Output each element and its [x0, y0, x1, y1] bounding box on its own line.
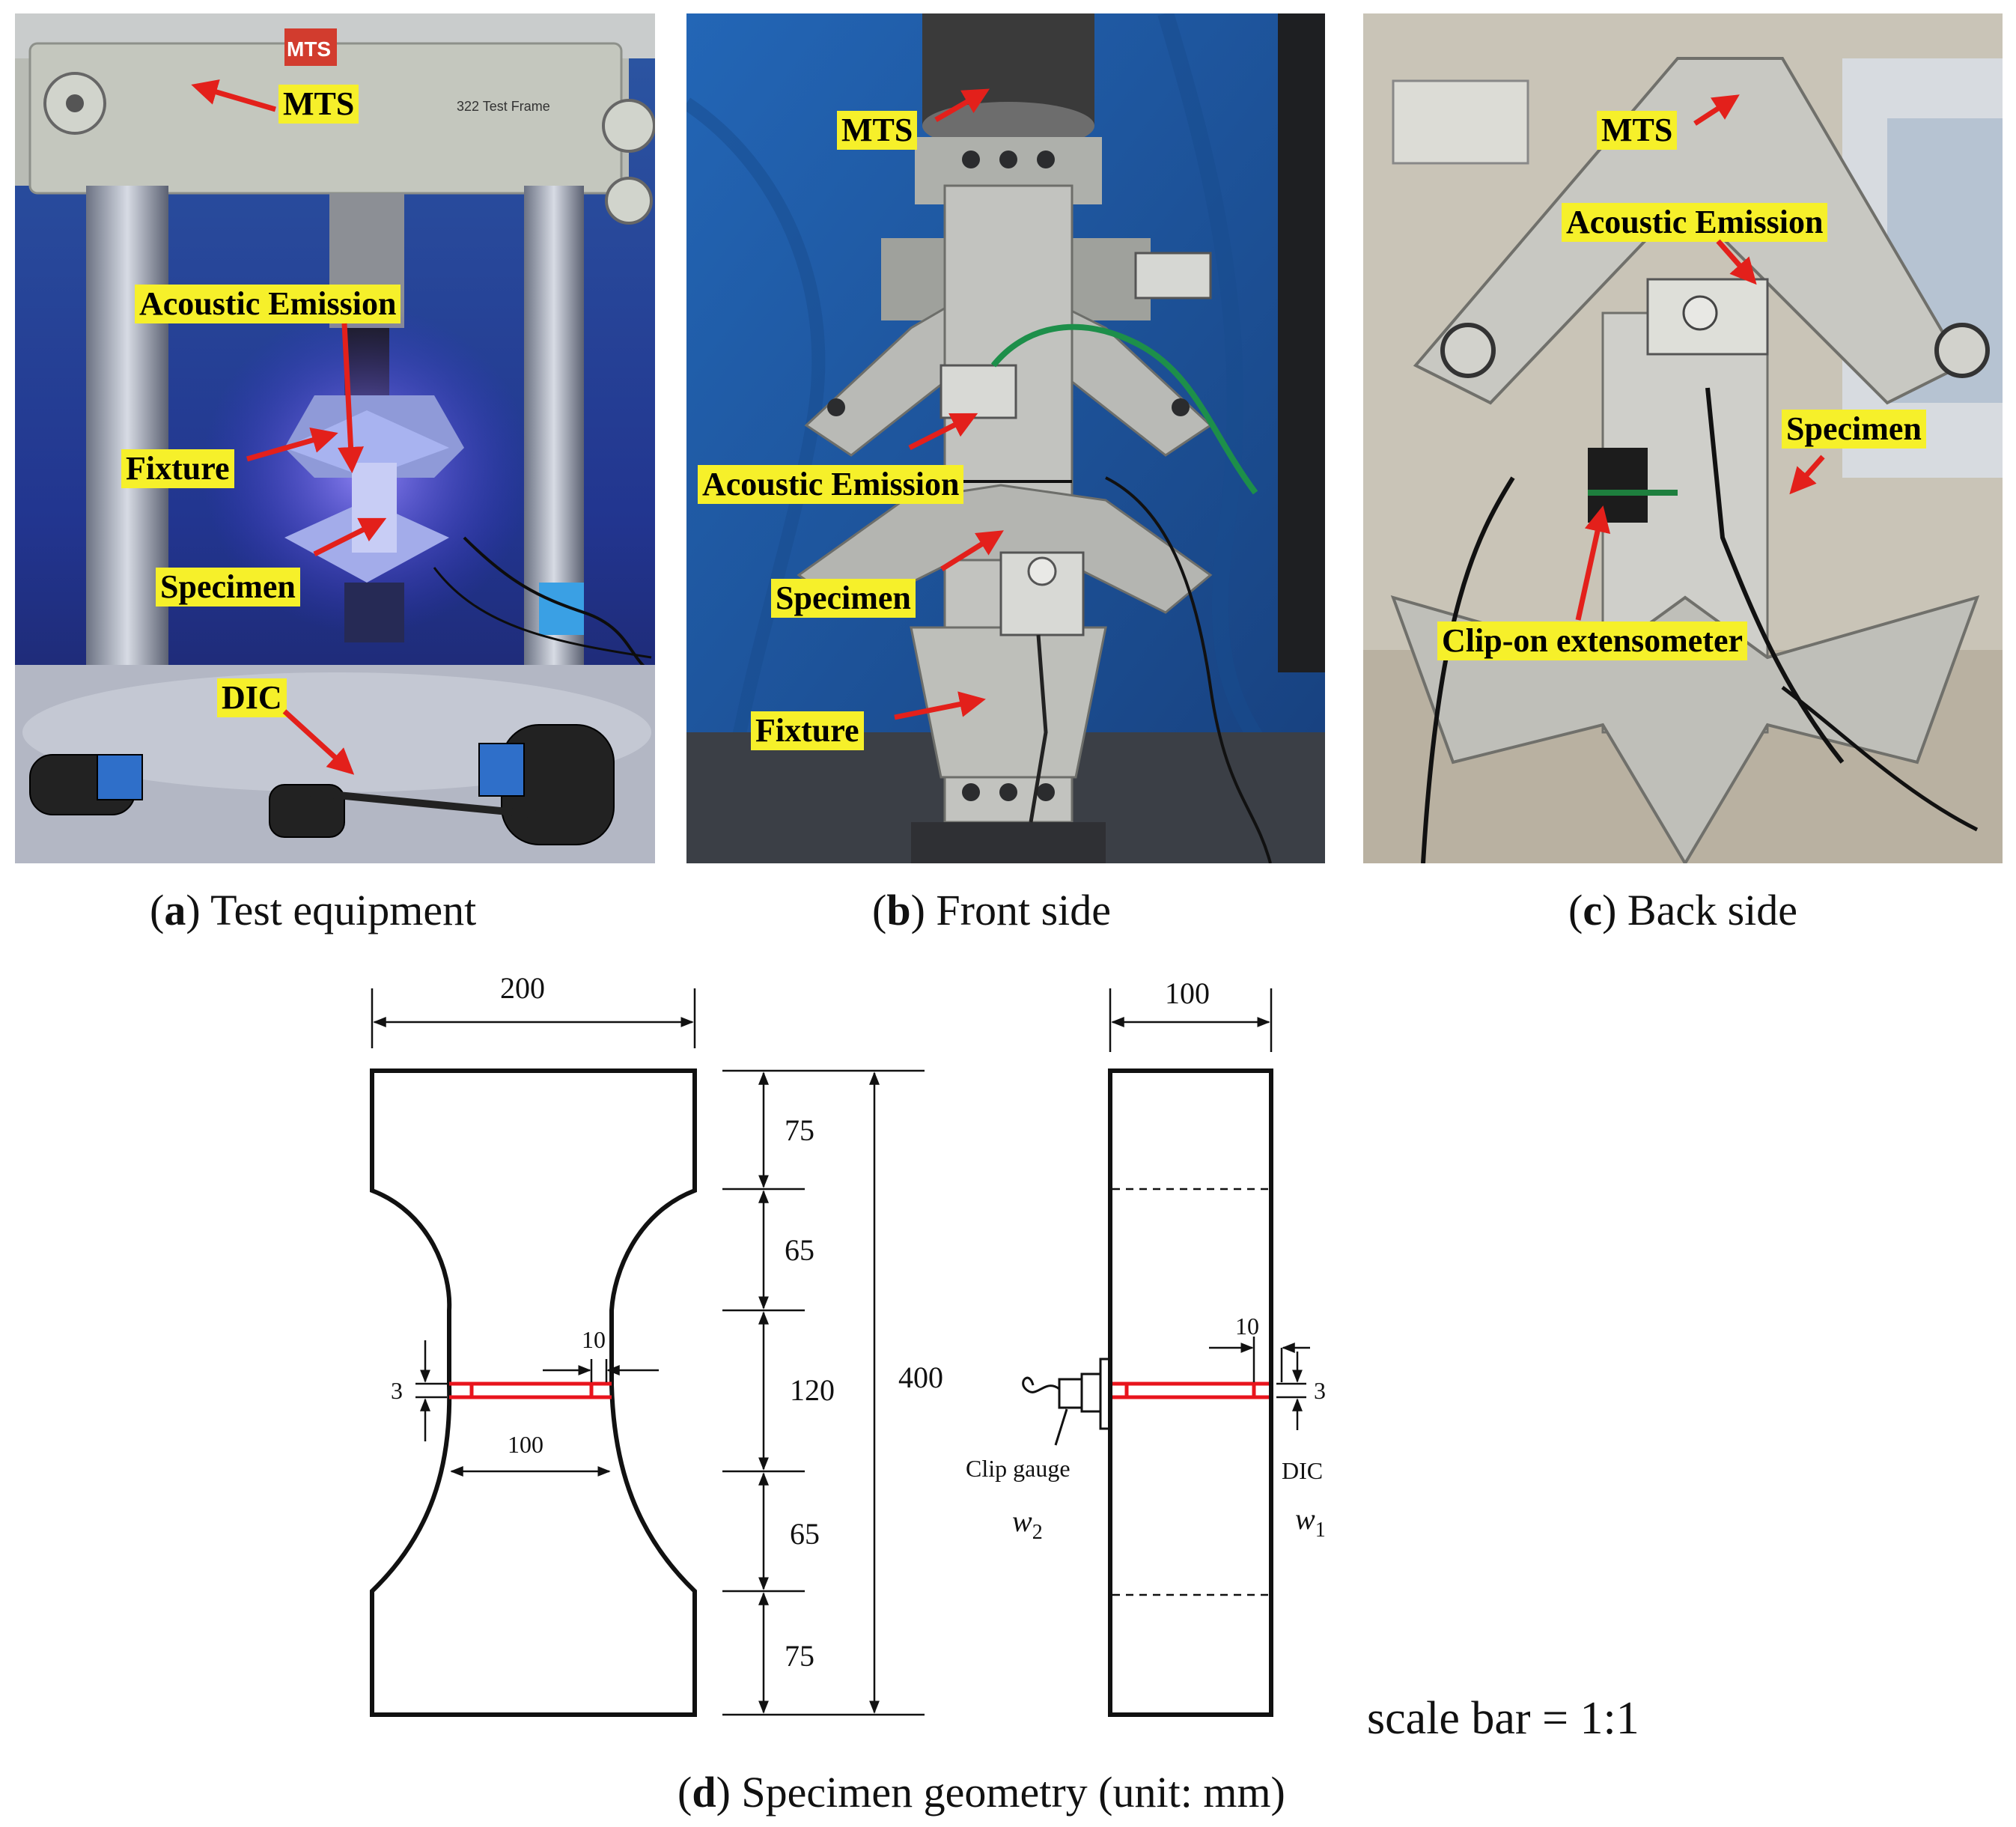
front-side-image [686, 13, 1325, 863]
arrow-mts-c [1693, 94, 1740, 126]
callout-specimen-a: Specimen [156, 568, 300, 607]
arrow-acoustic-emission-a [338, 323, 365, 473]
caption-c-text: Back side [1627, 886, 1798, 934]
dim-front-width-label: 200 [500, 971, 545, 1005]
callout-acoustic-emission-a: Acoustic Emission [135, 285, 401, 323]
dim-segment-5-label: 75 [785, 1639, 814, 1673]
caption-a-text: Test equipment [210, 886, 477, 934]
dim-side-width [1109, 988, 1273, 1052]
clip-gauge-label: Clip gauge [966, 1455, 1071, 1482]
arrow-specimen-b [940, 530, 1004, 571]
dim-front-notch-height [415, 1340, 447, 1441]
callout-mts-c: MTS [1597, 111, 1678, 150]
caption-c: (c) Back side [1568, 886, 1798, 934]
scale-bar-label: scale bar = 1:1 [1367, 1693, 1639, 1744]
photo-front-side [686, 13, 1325, 863]
front-notch [449, 1381, 612, 1399]
dim-segment-3-label: 120 [790, 1373, 835, 1407]
arrow-clip-on-extensometer-c [1575, 505, 1611, 621]
caption-b-letter: b [886, 886, 911, 934]
w2-sub: 2 [1032, 1521, 1043, 1544]
w2-label: w2 [1012, 1504, 1043, 1544]
back-side-image [1363, 13, 2003, 863]
dim-front-notch-spacing-label: 10 [582, 1326, 606, 1353]
arrow-mts-a [191, 79, 276, 112]
callout-acoustic-emission-c: Acoustic Emission [1562, 203, 1828, 242]
w1-base: w [1295, 1502, 1315, 1536]
arrow-specimen-a [313, 517, 387, 557]
caption-b-text: Front side [936, 886, 1112, 934]
arrow-mts-b [934, 88, 990, 123]
callout-mts-b: MTS [837, 111, 918, 150]
svg-text:322 Test Frame: 322 Test Frame [457, 99, 550, 114]
dim-side-notch-spacing-label: 10 [1235, 1313, 1259, 1340]
arrow-dic-a [282, 709, 355, 775]
dim-segment-2-label: 65 [785, 1233, 814, 1267]
dim-side-notch-height-label: 3 [1314, 1377, 1326, 1404]
side-notch [1112, 1381, 1269, 1399]
photo-back-side [1363, 13, 2003, 863]
w1-label: w1 [1295, 1502, 1326, 1542]
caption-d-letter: d [692, 1768, 716, 1817]
callout-specimen-b: Specimen [771, 579, 916, 618]
clip-gauge-symbol [1022, 1358, 1110, 1446]
dim-side-width-label: 100 [1165, 976, 1210, 1010]
specimen-geometry-drawing: 200 75 65 120 65 75 400 10 3 100 [370, 971, 1326, 1717]
dim-front-notch-spacing [543, 1359, 659, 1382]
arrow-acoustic-emission-c [1716, 239, 1757, 285]
callout-fixture-a: Fixture [121, 449, 234, 488]
dim-side-notch-height [1276, 1352, 1306, 1430]
caption-c-letter: c [1583, 886, 1603, 934]
dim-side-notch-spacing [1209, 1337, 1310, 1382]
dim-front-segments [722, 1069, 925, 1716]
dim-segment-1-label: 75 [785, 1113, 814, 1147]
caption-d: (d) Specimen geometry (unit: mm) [677, 1768, 1285, 1817]
arrow-fixture-a [246, 427, 338, 462]
dim-front-notch-height-label: 3 [391, 1377, 403, 1404]
w2-base: w [1012, 1504, 1032, 1538]
arrow-acoustic-emission-b [908, 413, 978, 451]
dim-front-width [371, 988, 696, 1048]
caption-a-letter: a [164, 886, 186, 934]
annotation-arrows [191, 79, 1825, 775]
dic-label: DIC [1282, 1457, 1323, 1484]
dim-segment-4-label: 65 [790, 1517, 820, 1551]
dim-neck-width-label: 100 [508, 1431, 543, 1458]
callout-dic-a: DIC [217, 678, 287, 717]
callout-acoustic-emission-b: Acoustic Emission [698, 465, 964, 504]
caption-b: (b) Front side [872, 886, 1112, 934]
dim-total-height-label: 400 [898, 1361, 943, 1394]
callout-fixture-b: Fixture [751, 711, 864, 750]
svg-text:MTS: MTS [287, 37, 331, 61]
caption-a: (a) Test equipment [150, 886, 477, 934]
caption-d-text: Specimen geometry (unit: mm) [741, 1768, 1285, 1817]
front-view-outline [370, 1068, 697, 1717]
arrow-fixture-b [894, 691, 986, 720]
callout-mts-a: MTS [278, 85, 359, 124]
arrow-specimen-c [1789, 455, 1825, 495]
callout-clip-on-extensometer-c: Clip-on extensometer [1437, 621, 1748, 660]
w1-sub: 1 [1315, 1519, 1326, 1542]
callout-specimen-c: Specimen [1782, 410, 1926, 449]
side-view-dashed-lines [1112, 1188, 1269, 1596]
side-view-outline [1108, 1068, 1273, 1717]
